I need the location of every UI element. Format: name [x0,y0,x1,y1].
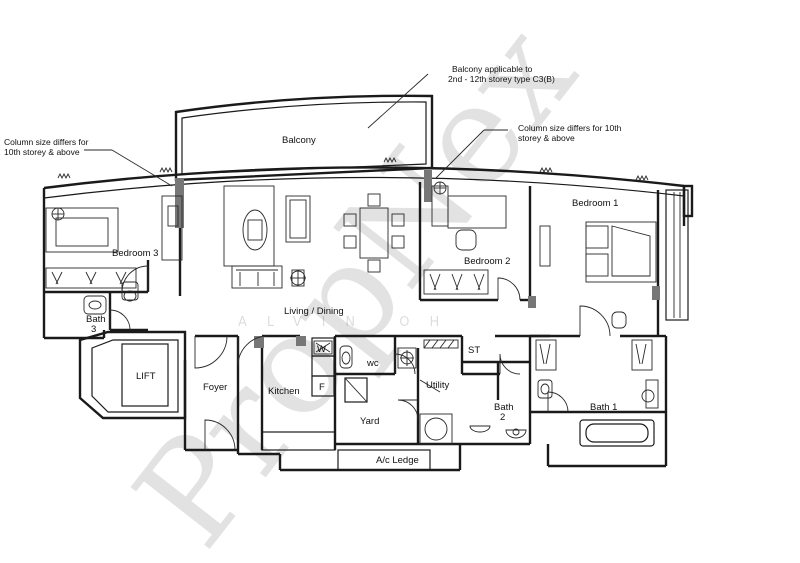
wc-fixtures [339,339,459,369]
bedroom-1-furniture [535,221,657,371]
annotation-column-note-left: Column size differs for 10th storey & ab… [4,137,89,157]
room-label-bath-3-line-1: Bath [86,314,106,325]
room-label-bath-2-line-1: Bath [494,402,514,413]
room-label-bath-1: Bath 1 [590,402,617,413]
column-left [175,178,184,228]
column-right [424,170,432,202]
annotation-column-note-right: Column size differs for 10th storey & ab… [518,123,622,143]
room-label-bath-2-line-2: 2 [500,412,505,423]
column-note-right-line-2: storey & above [518,133,575,143]
room-label-bedroom-2: Bedroom 2 [464,256,510,267]
bath-1-fixtures [537,379,659,409]
column-note-left-line-1: Column size differs for [4,137,89,147]
room-label-foyer: Foyer [203,382,227,393]
room-label-balcony: Balcony [282,135,316,146]
bath-3-fixtures [83,281,139,315]
living-furniture [223,185,311,289]
room-label-f: F [319,382,325,393]
room-label-lift: LIFT [136,371,156,382]
column-note-left-line-2: 10th storey & above [4,147,80,157]
room-label-kitchen: Kitchen [268,386,300,397]
watermark-agent: ALVIN OH [238,315,459,330]
room-label-bath-3-line-2: 3 [91,324,96,335]
walls [44,178,668,472]
bedroom-3-furniture [45,195,183,289]
balcony-note-line-2: 2nd - 12th storey type C3(B) [448,74,555,84]
window-marks [57,156,649,182]
bedroom-2-furniture [423,181,551,295]
balcony-note-line-1: Balcony applicable to [452,64,533,74]
kitchen-fixtures [313,340,333,355]
column-note-right-line-1: Column size differs for 10th [518,123,622,133]
room-label-utility: Utility [426,380,449,391]
bedroom-1-planter-strip [665,184,694,321]
room-label-wc: wc [366,358,379,369]
room-label-st: ST [468,345,480,356]
ac-ledge-outline [337,449,431,471]
room-label-bedroom-1: Bedroom 1 [572,198,618,209]
balcony-outline [174,94,434,182]
dining-table [343,193,405,273]
annotation-leaders [84,73,508,187]
annotation-balcony-note: Balcony applicable to 2nd - 12th storey … [448,64,555,84]
columns [175,170,660,348]
room-label-yard: Yard [360,416,379,427]
doors [109,265,611,451]
room-label-living-dining: Living / Dining [284,306,344,317]
room-label-w: W [317,344,326,355]
room-label-ac-ledge: A/c Ledge [376,455,419,466]
utility-fixtures [419,379,527,445]
room-label-bedroom-3: Bedroom 3 [112,248,158,259]
